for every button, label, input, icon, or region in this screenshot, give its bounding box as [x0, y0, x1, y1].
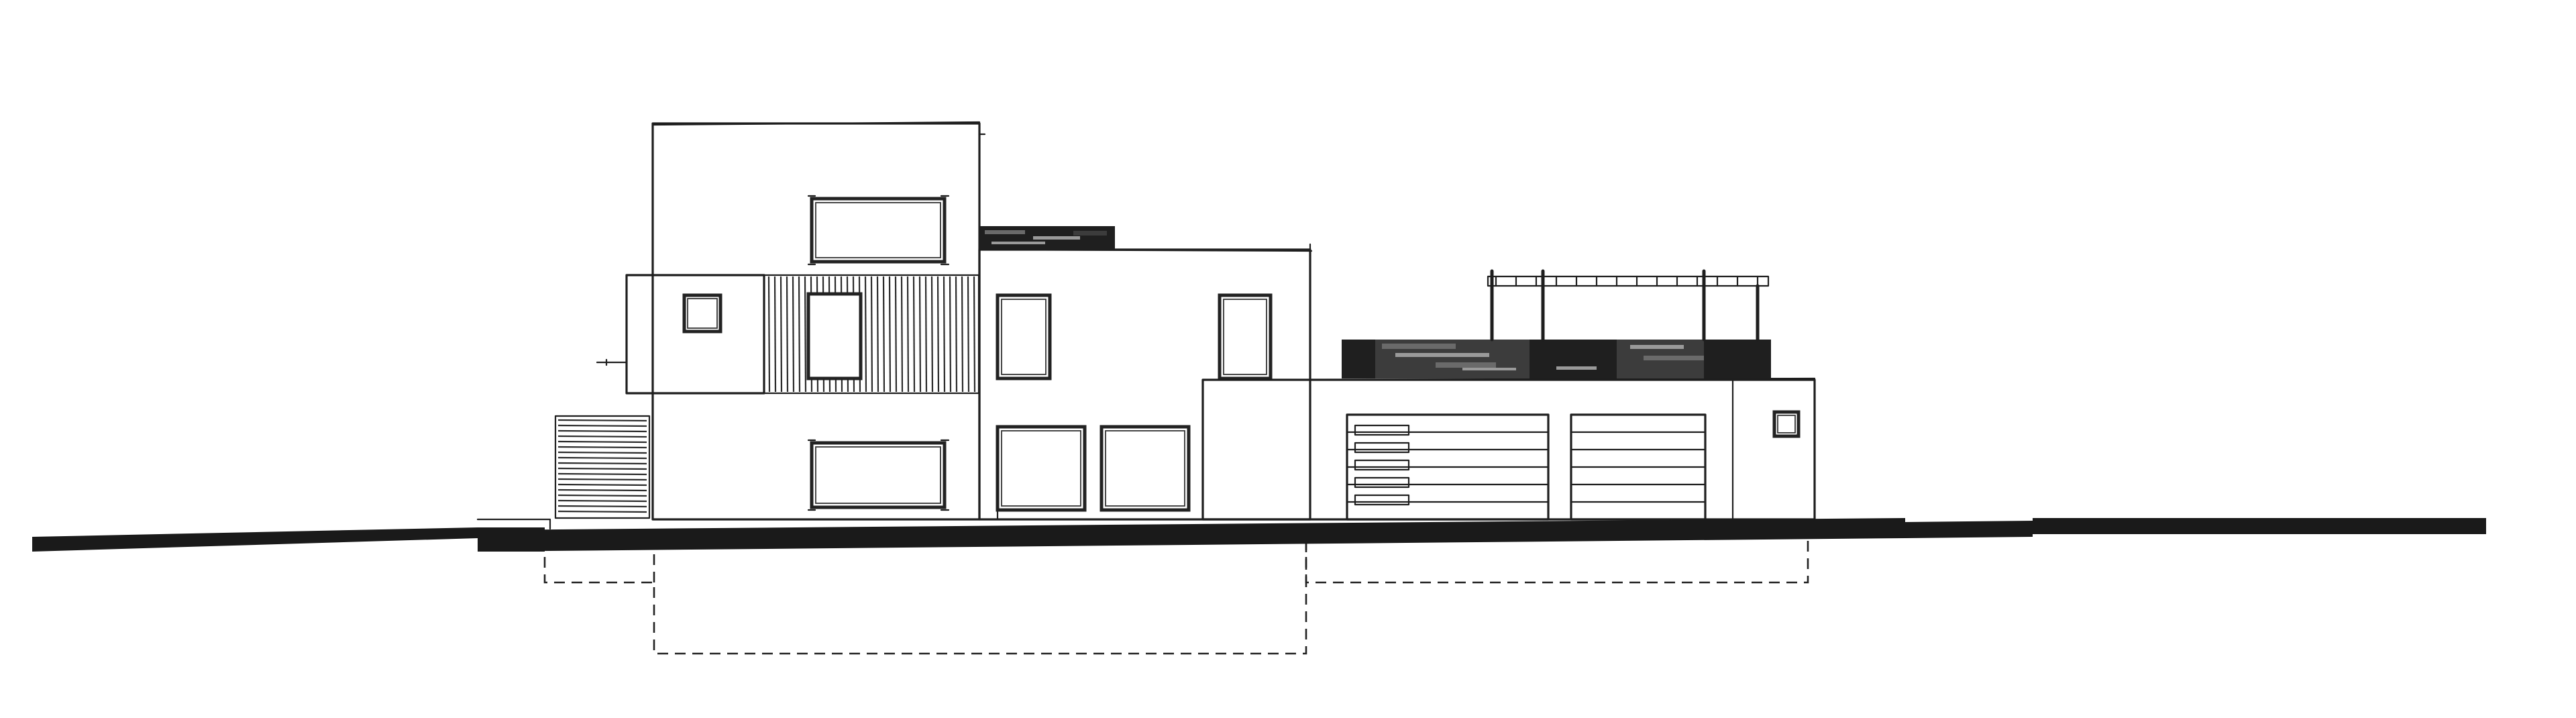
garden-screen-line: [557, 478, 647, 481]
roof-parapet-cladding: [979, 226, 1115, 249]
slat-line: [961, 276, 964, 393]
garden-screen-line: [557, 446, 647, 449]
garden-screen-line: [557, 424, 647, 427]
garden-screen-line: [557, 510, 647, 513]
slat-line: [804, 276, 807, 393]
garage-block: [1201, 269, 1816, 521]
garden-screen-line: [557, 489, 647, 492]
slat-line: [798, 276, 801, 393]
ground-line: [32, 518, 2486, 552]
slat-line: [780, 276, 783, 393]
slat-line: [955, 276, 958, 393]
garden-screen-line: [557, 494, 647, 497]
slat-line: [870, 276, 873, 393]
slat-line: [882, 276, 885, 393]
left-tower: [651, 121, 986, 521]
cantilever-box: [596, 274, 765, 395]
garage-door-left: [1346, 413, 1550, 521]
basement-outline: [543, 540, 1809, 655]
slat-line: [967, 276, 970, 393]
garden-screen-line: [557, 483, 647, 486]
tower-lower-window: [807, 439, 950, 511]
middle-block: [978, 226, 1313, 521]
slat-line: [943, 276, 946, 393]
slat-line: [949, 276, 952, 393]
slat-line: [876, 276, 879, 393]
garden-screen-line: [557, 467, 647, 470]
slat-line: [792, 276, 795, 393]
garden-screen-line: [557, 419, 647, 422]
middle-lower-left-window: [996, 425, 1087, 512]
garden-screen-line: [557, 505, 647, 508]
cantilever-small-window: [682, 293, 722, 334]
roof-pergola: [1487, 269, 1770, 342]
slat-line: [786, 276, 789, 393]
slat-line: [973, 276, 976, 393]
vertical-slat-screen: [763, 274, 980, 395]
garage-small-window: [1772, 410, 1801, 438]
garage-roof-cladding: [1342, 340, 1771, 378]
garden-screen: [554, 415, 651, 519]
middle-lower-right-window: [1099, 425, 1191, 512]
middle-upper-left-window: [996, 293, 1052, 380]
garage-door-right: [1570, 413, 1707, 521]
garden-screen-line: [557, 462, 647, 465]
middle-upper-right-window: [1218, 293, 1273, 380]
garden-screen-line: [557, 435, 647, 438]
garden-screen-line: [557, 451, 647, 454]
tower-upper-window: [807, 195, 950, 266]
slat-line: [864, 276, 867, 393]
